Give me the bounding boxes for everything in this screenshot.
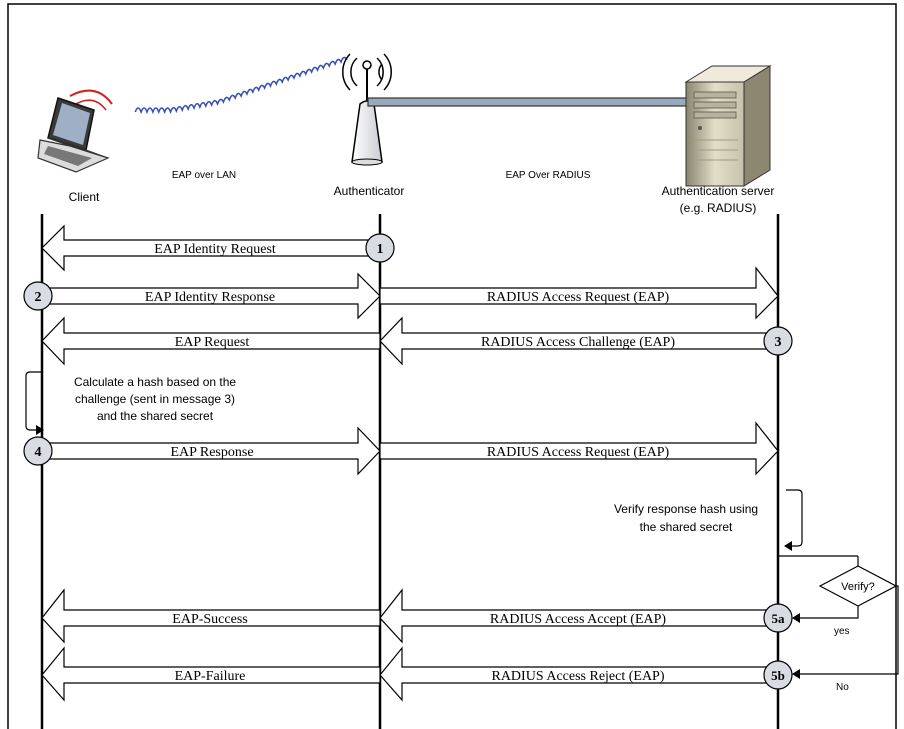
step-badge-3-label: 3: [775, 335, 782, 350]
decision-yes-line: [800, 606, 859, 619]
verify-note-arrowhead: [784, 541, 792, 551]
decision-no-line: [800, 585, 899, 675]
message-arrow-3a: [41, 316, 381, 366]
calc-note-line2: challenge (sent in message 3): [75, 392, 235, 406]
step-badge-2: 2: [23, 281, 53, 311]
message-arrow-4b: [379, 421, 779, 476]
message-label-3a: EAP Request: [175, 335, 250, 350]
message-arrow-1: [41, 224, 381, 272]
access-point-icon: [342, 53, 392, 166]
decision-no-arrowhead: [792, 669, 800, 679]
step-badge-5b-label: 5b: [771, 668, 785, 683]
step-badge-1-label: 1: [377, 242, 384, 257]
message-label-5a-left: EAP-Success: [172, 612, 247, 627]
message-label-5b-right: RADIUS Access Reject (EAP): [491, 669, 664, 684]
actor-authenticator-label: Authenticator: [334, 184, 405, 198]
step-badge-1: 1: [365, 233, 395, 263]
laptop-icon: [37, 89, 113, 173]
server-icon: [684, 65, 772, 187]
decision-yes-label: yes: [834, 626, 850, 637]
verify-note-line2: the shared secret: [640, 520, 733, 534]
decision-label: Verify?: [841, 581, 875, 593]
actor-server-sublabel: (e.g. RADIUS): [680, 201, 757, 215]
step-badge-4-label: 4: [35, 445, 42, 460]
message-label-3b: RADIUS Access Challenge (EAP): [481, 335, 675, 350]
message-arrow-2a: [41, 272, 381, 320]
message-label-4a: EAP Response: [170, 445, 253, 460]
calc-note-line3: and the shared secret: [97, 409, 214, 423]
decision-no-label: No: [836, 682, 849, 693]
wireless-signal-icon: [134, 56, 348, 115]
actor-server-label: Authentication server: [662, 184, 775, 198]
step-badge-5b: 5b: [763, 660, 793, 690]
verify-note-bracket: [786, 489, 803, 547]
link-radius-label: EAP Over RADIUS: [506, 170, 591, 181]
actor-client-label: Client: [69, 190, 100, 204]
step-badge-5a-label: 5a: [772, 611, 786, 626]
message-label-1: EAP Identity Request: [154, 242, 276, 257]
message-arrow-5b-left: [41, 646, 381, 702]
calc-note-line1: Calculate a hash based on the: [74, 375, 236, 389]
diagram-frame: [7, 3, 897, 729]
message-label-2b: RADIUS Access Request (EAP): [487, 290, 670, 305]
message-arrow-5b-right: [379, 646, 779, 702]
message-arrow-2b: [379, 266, 779, 320]
message-arrow-3b: [379, 316, 779, 366]
message-arrow-5a-right: [379, 588, 779, 644]
verify-note-line1: Verify response hash using: [614, 502, 758, 516]
step-badge-2-label: 2: [35, 290, 42, 305]
step-badge-4: 4: [23, 436, 53, 466]
calc-note-arrowhead: [36, 425, 44, 435]
calc-note-bracket: [25, 371, 42, 431]
message-label-4b: RADIUS Access Request (EAP): [487, 445, 670, 460]
message-arrow-5a-left: [41, 588, 381, 644]
step-badge-3: 3: [763, 326, 793, 356]
message-label-5b-left: EAP-Failure: [175, 669, 246, 684]
step-badge-5a: 5a: [763, 603, 793, 633]
message-label-5a-right: RADIUS Access Accept (EAP): [490, 612, 666, 627]
network-cable: [367, 97, 699, 107]
message-label-2a: EAP Identity Response: [145, 290, 275, 305]
message-arrow-4a: [41, 426, 381, 476]
link-lan-label: EAP over LAN: [172, 170, 236, 181]
decision-yes-arrowhead: [792, 613, 800, 623]
